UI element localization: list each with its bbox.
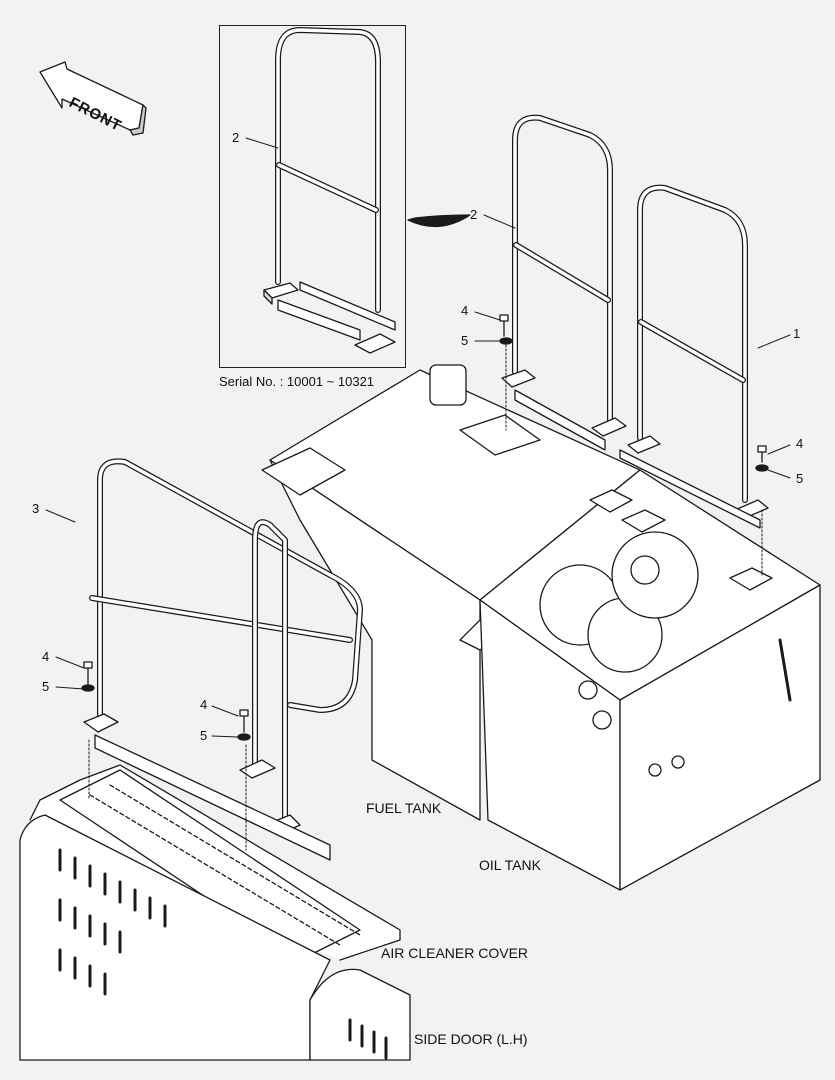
washer-icon	[81, 337, 769, 741]
side-door-label: SIDE DOOR (L.H)	[414, 1031, 528, 1047]
leader-lines	[45, 137, 791, 851]
part-number-5: 5	[200, 728, 208, 743]
part-number-4: 4	[461, 303, 469, 318]
fuel-tank-body	[261, 364, 641, 821]
part-number-5: 5	[796, 471, 804, 486]
part-number-5: 5	[461, 333, 469, 348]
part-number-2-inset: 2	[232, 130, 240, 145]
part-number-4: 4	[200, 697, 208, 712]
fuel-tank-label: FUEL TANK	[366, 800, 442, 816]
bolt-icon	[83, 314, 767, 733]
callout-arrow-icon	[407, 214, 471, 228]
handrail-3	[83, 458, 363, 861]
air-cleaner-cover-label: AIR CLEANER COVER	[381, 945, 529, 961]
inset-detail-frame	[219, 25, 406, 368]
part-number-2: 2	[470, 207, 478, 222]
handrail-1	[619, 184, 769, 529]
oil-tank-body	[479, 469, 821, 891]
part-number-4: 4	[42, 649, 50, 664]
front-arrow-icon	[39, 61, 147, 136]
serial-number-note: Serial No. : 10001 ~ 10321	[219, 374, 375, 389]
part-number-5: 5	[42, 679, 50, 694]
handrail-2	[501, 114, 627, 451]
part-number-4: 4	[796, 436, 804, 451]
oil-tank-label: OIL TANK	[479, 857, 541, 873]
part-number-3: 3	[32, 501, 40, 516]
inset-handrail	[263, 27, 396, 354]
part-number-1: 1	[793, 326, 801, 341]
side-door-lh	[19, 814, 411, 1061]
